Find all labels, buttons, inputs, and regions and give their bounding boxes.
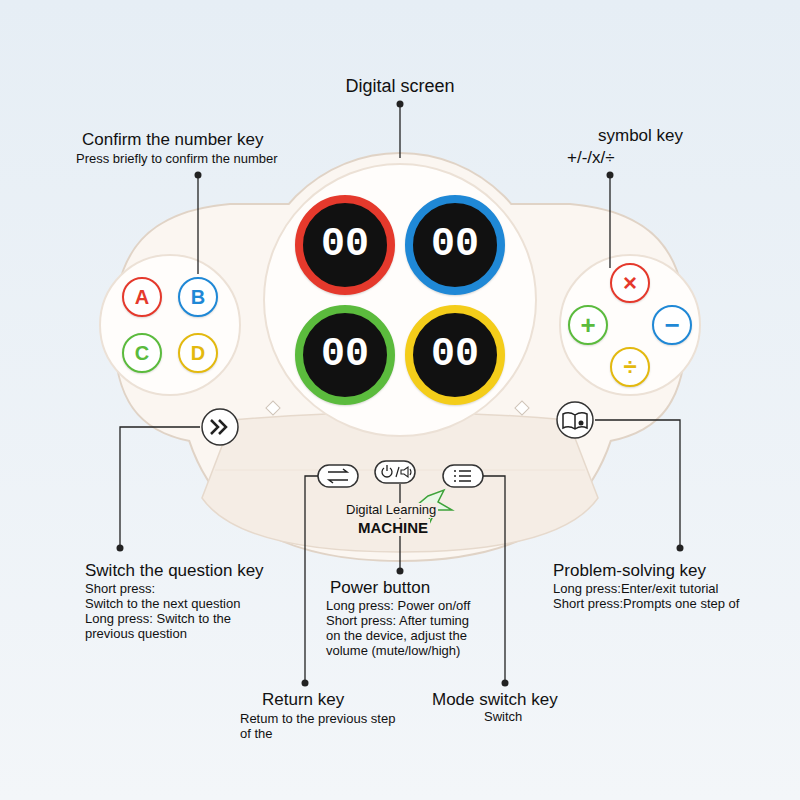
key-label: A: [135, 287, 149, 307]
leader-dot: [397, 101, 404, 108]
digital-screen: 00: [405, 305, 505, 405]
key-label: −: [664, 312, 679, 338]
indicator-diamond: [266, 401, 280, 415]
key-label: ÷: [623, 355, 636, 379]
leader-dot: [302, 680, 309, 687]
screen-digits: 00: [431, 225, 479, 265]
slash-icon: [396, 467, 399, 477]
switch-question-button: [202, 409, 238, 445]
leader-dot: [117, 545, 124, 552]
key-label: +: [580, 312, 595, 338]
return-button: [318, 465, 358, 487]
leader-dot: [677, 545, 684, 552]
leader-line: [197, 175, 198, 274]
callout-note: Press briefly to confirm the number: [76, 152, 278, 167]
swap-arrows-icon: [328, 469, 348, 483]
callout-title: Digital screen: [330, 76, 470, 97]
double-chevron-icon: [211, 420, 226, 434]
problem-solving-button: [557, 402, 593, 438]
screen-panel: [264, 164, 536, 436]
book-eye-icon: [579, 421, 584, 426]
leader-dot: [195, 172, 202, 179]
callout-note: Short press: After tuming on the device,…: [326, 614, 486, 659]
callout-note: Retum to the previous step of the: [240, 712, 400, 742]
leader-dot: [502, 680, 509, 687]
leader-line: [399, 104, 400, 158]
number-key: A: [122, 277, 162, 317]
callout-note: Switch to the next question: [85, 597, 240, 612]
symbol-key: ÷: [610, 347, 650, 387]
digital-screen: 00: [295, 195, 395, 295]
leader-line: [609, 175, 610, 268]
logo-text: MACHINE: [356, 519, 430, 536]
leader-dot: [397, 568, 404, 575]
callout-note: +/-/x/÷: [567, 148, 615, 168]
callout-note: Long press:Enter/exit tutorial: [553, 582, 718, 597]
leader-line: [120, 427, 200, 548]
power-button: [375, 461, 415, 483]
screen-digits: 00: [321, 335, 369, 375]
symbol-key: −: [652, 305, 692, 345]
symbol-pad: [560, 255, 700, 395]
digital-screen: 00: [405, 195, 505, 295]
callout-title: Mode switch key: [432, 690, 558, 710]
key-label: ×: [623, 271, 637, 295]
body-bump-edge: [254, 154, 546, 446]
callout-title: Confirm the number key: [82, 130, 263, 150]
number-key: C: [122, 333, 162, 373]
list-icon: [454, 471, 471, 481]
logo-text: Digital Learning: [344, 503, 438, 518]
callout-note: Long press: Power on/off: [326, 599, 470, 614]
key-label: D: [191, 343, 205, 363]
book-icon: [563, 413, 587, 429]
callout-title: Power button: [330, 578, 430, 598]
callout-note: Short press:: [85, 582, 155, 597]
letter-pad: [100, 255, 240, 395]
leader-line: [483, 476, 505, 683]
speaker-icon: [401, 467, 411, 477]
callout-title: symbol key: [598, 126, 683, 146]
key-label: C: [135, 343, 149, 363]
callout-note: Switch: [484, 710, 522, 725]
body-bump: [254, 154, 546, 446]
screen-digits: 00: [321, 225, 369, 265]
digital-screen: 00: [295, 305, 395, 405]
key-label: B: [191, 287, 205, 307]
screen-digits: 00: [431, 335, 479, 375]
power-icon: [382, 465, 392, 477]
leader-line: [305, 476, 318, 683]
leader-dot: [607, 172, 614, 179]
symbol-key: ×: [610, 263, 650, 303]
callout-title: Switch the question key: [85, 561, 264, 581]
mode-button: [443, 465, 483, 487]
number-key: B: [178, 277, 218, 317]
callout-note: Short press:Prompts one step of: [553, 597, 768, 612]
symbol-key: +: [568, 305, 608, 345]
callout-note: Long press: Switch to the previous quest…: [85, 612, 260, 642]
callout-title: Problem-solving key: [553, 561, 706, 581]
callout-title: Return key: [262, 690, 344, 710]
number-key: D: [178, 333, 218, 373]
leader-line: [595, 420, 680, 548]
indicator-diamond: [515, 401, 529, 415]
